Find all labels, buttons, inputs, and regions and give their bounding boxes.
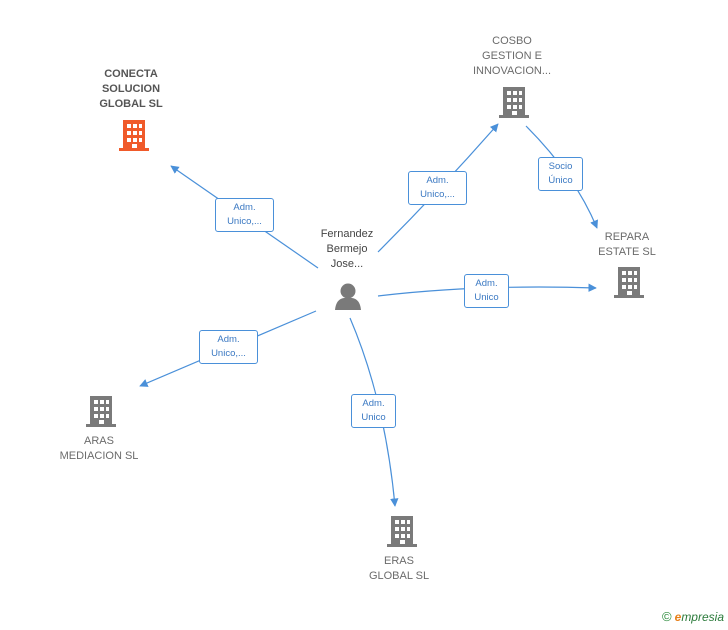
building-icon-eras[interactable] <box>387 516 417 547</box>
edge-label-to-aras: Adm. Unico,... <box>199 330 258 364</box>
brand-name: mpresia <box>681 610 724 624</box>
company-label-conecta[interactable]: CONECTA SOLUCION GLOBAL SL <box>99 68 163 110</box>
building-icon-cosbo[interactable] <box>499 87 529 118</box>
copyright-symbol: © <box>662 609 672 624</box>
company-label-eras[interactable]: ERAS GLOBAL SL <box>368 555 430 582</box>
edge-label-to-cosbo: Adm. Unico,... <box>408 171 467 205</box>
person-icon[interactable] <box>335 283 361 311</box>
company-label-repara[interactable]: REPARA ESTATE SL <box>598 231 656 258</box>
person-label[interactable]: Fernandez Bermejo Jose... <box>320 228 374 270</box>
company-label-cosbo[interactable]: COSBO GESTION E INNOVACION... <box>472 35 552 77</box>
edge-label-to-repara: Adm. Unico <box>464 274 509 308</box>
building-icon-repara[interactable] <box>614 267 644 298</box>
brand-initial: e <box>674 610 682 624</box>
building-icon-aras[interactable] <box>86 396 116 427</box>
edge-label-to-eras: Adm. Unico <box>351 394 396 428</box>
company-label-aras[interactable]: ARAS MEDIACION SL <box>59 435 139 462</box>
edge-label-to-conecta: Adm. Unico,... <box>215 198 274 232</box>
edge-label-cosbo-to-repara: Socio Único <box>538 157 583 191</box>
building-icon-conecta[interactable] <box>119 120 149 151</box>
footer-brand: ©empresia <box>662 609 724 624</box>
